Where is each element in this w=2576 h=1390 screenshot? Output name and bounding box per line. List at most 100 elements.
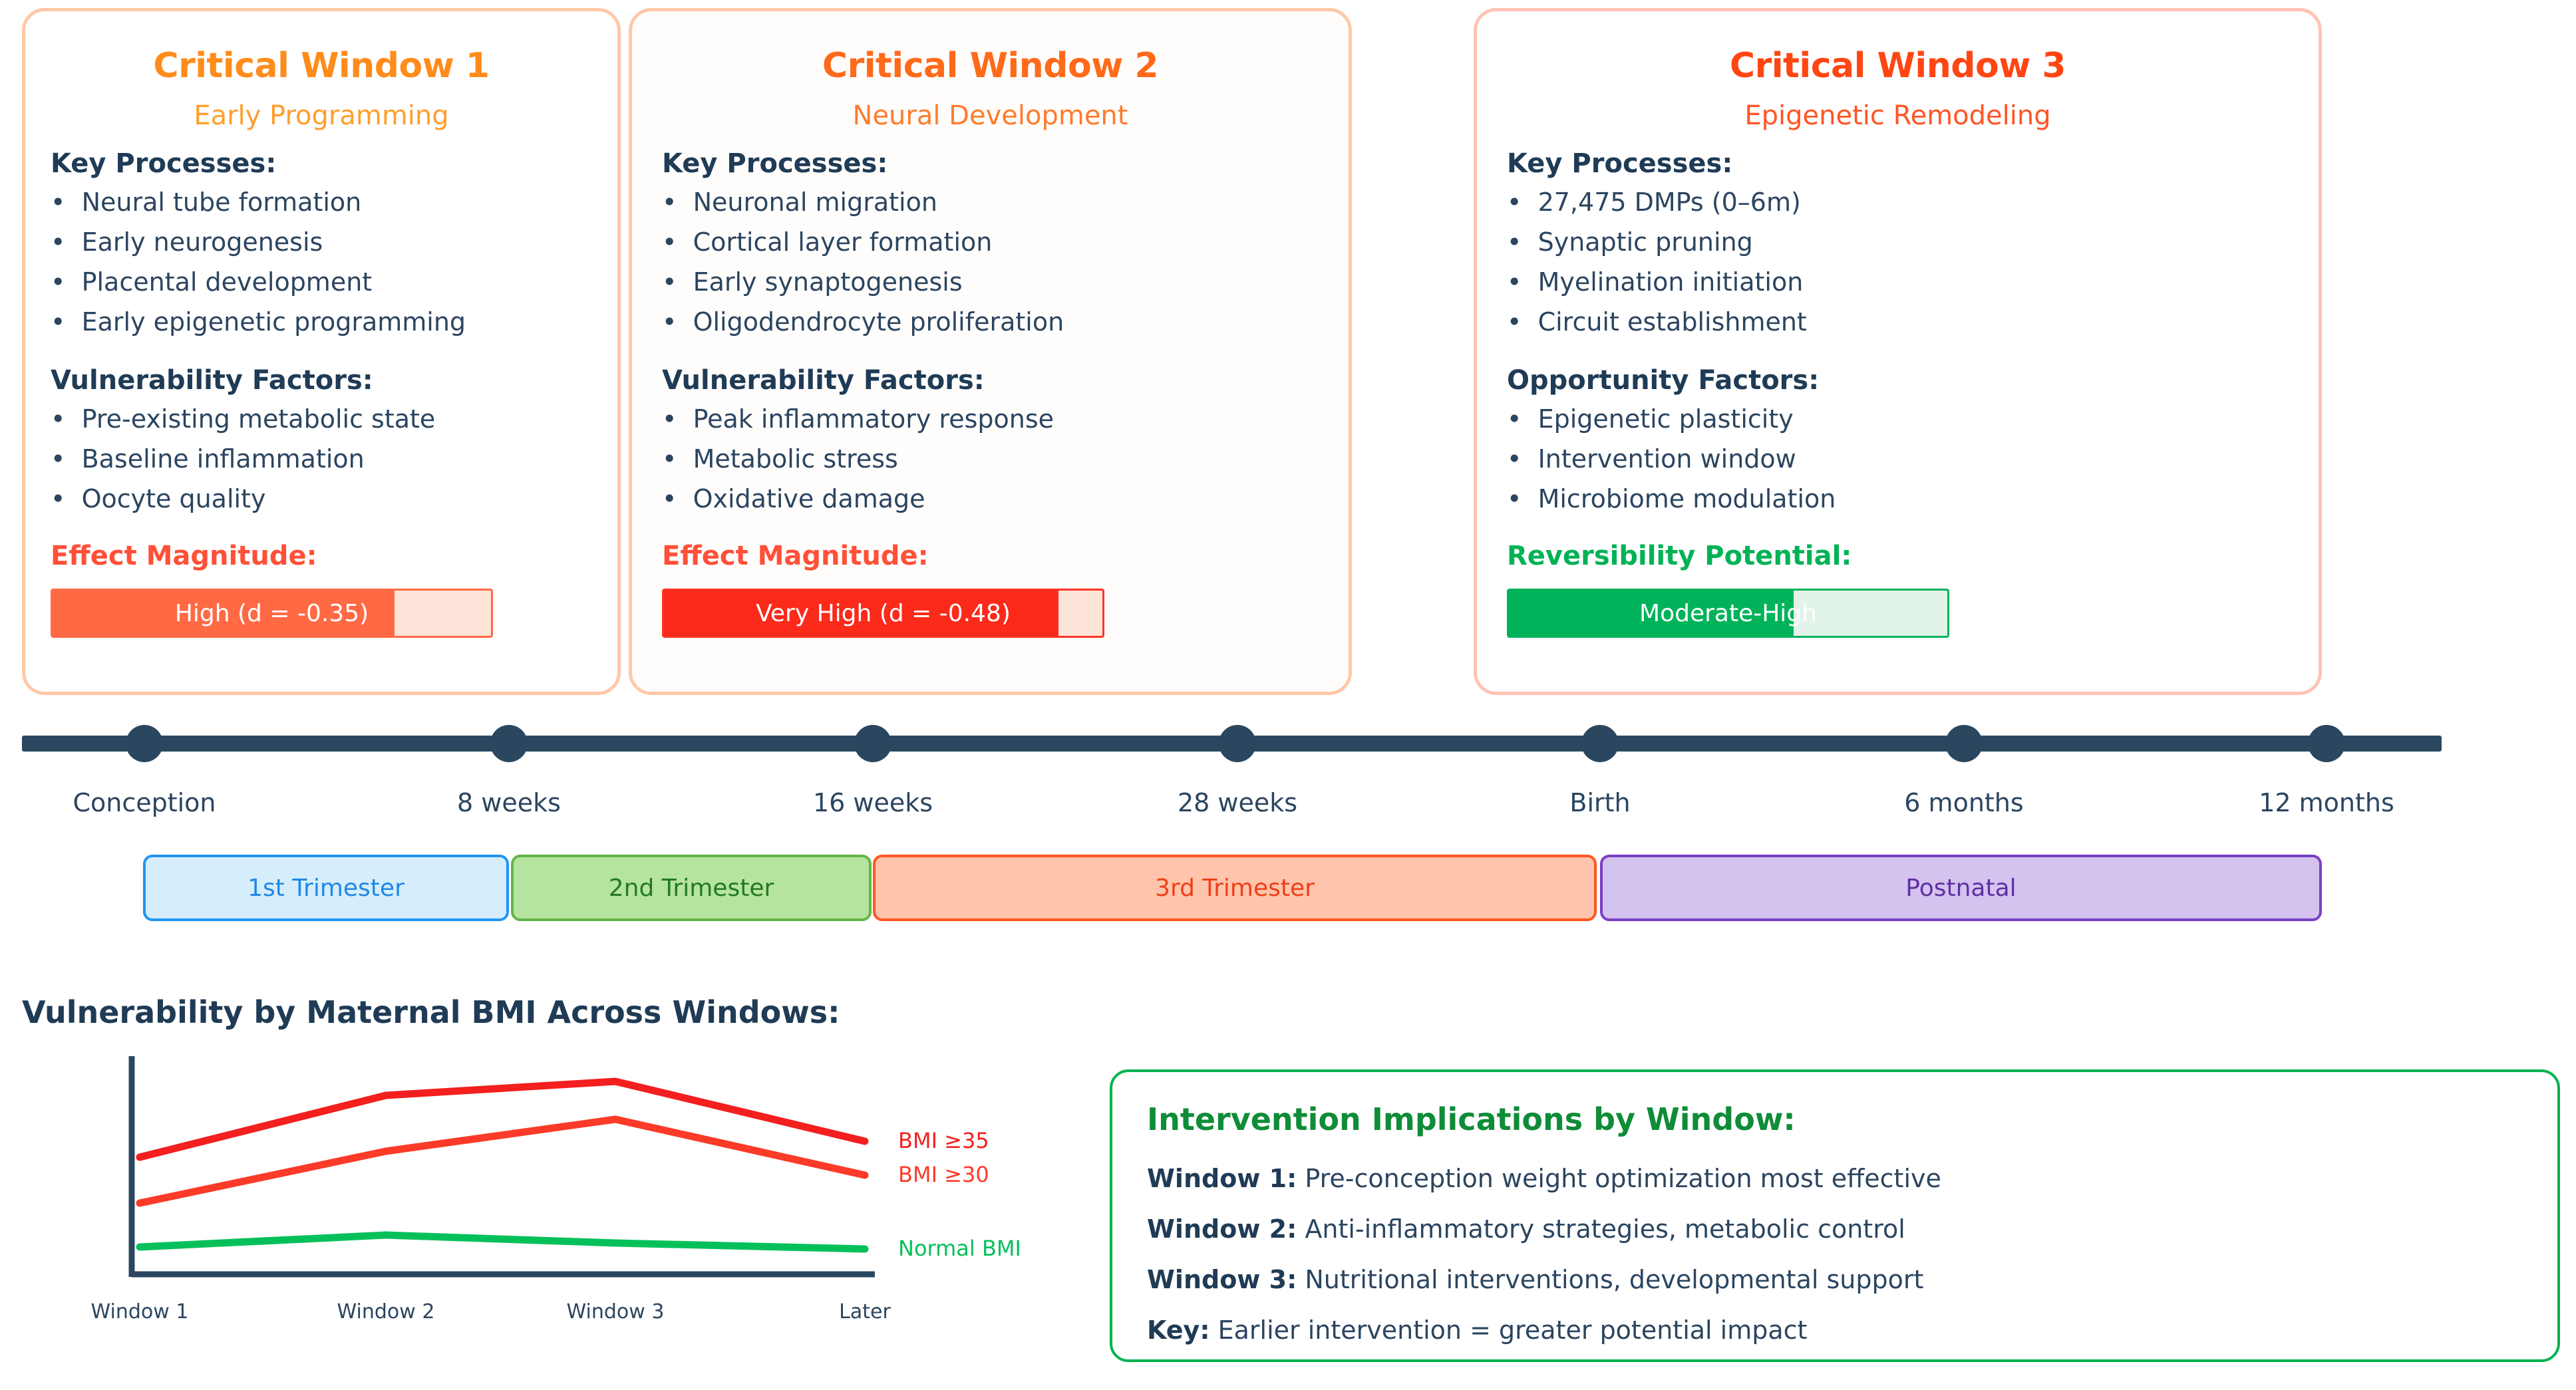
key-processes-list: Neuronal migration Cortical layer format…	[662, 190, 1323, 335]
chart-line-bmi-≥35	[136, 1077, 869, 1161]
list-item: Pre-existing metabolic state	[51, 406, 592, 432]
key-processes-heading: Key Processes:	[51, 148, 277, 179]
chart-x-tick: Window 3	[566, 1300, 665, 1323]
key-processes-list: Neural tube formation Early neurogenesis…	[51, 190, 592, 335]
intervention-row-text: Anti-inflammatory strategies, metabolic …	[1297, 1214, 1905, 1244]
effect-magnitude-bar: Very High (d = -0.48)	[662, 589, 1104, 638]
timeline-label: Birth	[1569, 788, 1631, 817]
chart-line-bmi-≥30	[136, 1115, 869, 1207]
intervention-implications-box: Intervention Implications by Window: Win…	[1110, 1069, 2560, 1362]
list-item: Peak inflammatory response	[662, 406, 1323, 432]
critical-window-1-card: Critical Window 1 Early Programming Key …	[22, 8, 621, 695]
list-item: Oxidative damage	[662, 486, 1323, 511]
chart-series-label: BMI ≥35	[898, 1128, 989, 1153]
intervention-row: Window 3: Nutritional interventions, dev…	[1147, 1265, 2523, 1294]
chart-series-label: BMI ≥30	[898, 1162, 989, 1187]
list-item: Myelination initiation	[1507, 269, 2293, 295]
timeline-dot	[1945, 725, 1983, 762]
list-item: 27,475 DMPs (0–6m)	[1507, 190, 2293, 215]
critical-window-3-card: Critical Window 3 Epigenetic Remodeling …	[1474, 8, 2322, 695]
timeline-label: Conception	[73, 788, 216, 817]
list-item: Placental development	[51, 269, 592, 295]
bmi-vulnerability-chart	[120, 1051, 1005, 1330]
timeline-dot	[854, 725, 891, 762]
card-title: Critical Window 1	[153, 46, 490, 86]
critical-window-2-card: Critical Window 2 Neural Development Key…	[629, 8, 1352, 695]
chart-series-label: Normal BMI	[898, 1236, 1021, 1261]
list-item: Oligodendrocyte proliferation	[662, 309, 1323, 335]
chart-svg	[128, 1056, 875, 1278]
list-item: Early synaptogenesis	[662, 269, 1323, 295]
list-item: Microbiome modulation	[1507, 486, 2293, 511]
bar-value-label: High (d = -0.35)	[174, 599, 369, 627]
list-item: Oocyte quality	[51, 486, 592, 511]
vulnerability-factors-list: Pre-existing metabolic state Baseline in…	[51, 406, 592, 511]
card-body: Key Processes: 27,475 DMPs (0–6m) Synapt…	[1477, 148, 2319, 638]
card-title: Critical Window 2	[822, 46, 1159, 86]
list-item: Epigenetic plasticity	[1507, 406, 2293, 432]
card-body: Key Processes: Neuronal migration Cortic…	[632, 148, 1349, 638]
phase-bar: Postnatal	[1600, 855, 2322, 921]
effect-magnitude-heading: Effect Magnitude:	[51, 541, 317, 571]
chart-series	[136, 1077, 869, 1253]
timeline-dot	[1219, 725, 1256, 762]
intervention-row-label: Key:	[1147, 1316, 1210, 1345]
bar-value-label: Moderate-High	[1639, 599, 1817, 627]
list-item: Intervention window	[1507, 446, 2293, 472]
opportunity-factors-heading: Opportunity Factors:	[1507, 365, 1820, 396]
phase-bar: 3rd Trimester	[873, 855, 1597, 921]
bar-fill	[1509, 591, 1794, 636]
effect-magnitude-heading: Effect Magnitude:	[662, 541, 929, 571]
list-item: Cortical layer formation	[662, 229, 1323, 255]
chart-line-normal-bmi	[136, 1231, 869, 1253]
opportunity-factors-list: Epigenetic plasticity Intervention windo…	[1507, 406, 2293, 511]
timeline-dot	[2308, 725, 2345, 762]
bar-fill	[664, 591, 1059, 636]
effect-magnitude-bar: High (d = -0.35)	[51, 589, 493, 638]
list-item: Circuit establishment	[1507, 309, 2293, 335]
key-processes-list: 27,475 DMPs (0–6m) Synaptic pruning Myel…	[1507, 190, 2293, 335]
card-subtitle: Neural Development	[852, 100, 1128, 131]
bar-value-label: Very High (d = -0.48)	[756, 599, 1011, 627]
timeline-dot	[490, 725, 528, 762]
list-item: Neuronal migration	[662, 190, 1323, 215]
timeline-label: 16 weeks	[812, 788, 933, 817]
chart-title: Vulnerability by Maternal BMI Across Win…	[22, 994, 840, 1030]
intervention-row: Window 1: Pre-conception weight optimiza…	[1147, 1164, 2523, 1193]
timeline-label: 8 weeks	[457, 788, 561, 817]
intervention-row-text: Earlier intervention = greater potential…	[1209, 1316, 1808, 1345]
key-processes-heading: Key Processes:	[662, 148, 888, 179]
chart-axes	[128, 1056, 875, 1278]
intervention-row-label: Window 1:	[1147, 1164, 1297, 1193]
intervention-row-text: Nutritional interventions, developmental…	[1297, 1265, 1924, 1294]
chart-x-tick: Later	[839, 1300, 891, 1323]
intervention-title: Intervention Implications by Window:	[1147, 1101, 1796, 1137]
timeline-dot	[1581, 725, 1619, 762]
vulnerability-factors-heading: Vulnerability Factors:	[51, 365, 373, 396]
list-item: Early neurogenesis	[51, 229, 592, 255]
bar-fill	[53, 591, 395, 636]
chart-x-tick: Window 2	[337, 1300, 435, 1323]
key-processes-heading: Key Processes:	[1507, 148, 1733, 179]
vulnerability-factors-heading: Vulnerability Factors:	[662, 365, 985, 396]
intervention-row-text: Pre-conception weight optimization most …	[1297, 1164, 1941, 1193]
intervention-row-label: Window 3:	[1147, 1265, 1297, 1294]
chart-x-tick: Window 1	[90, 1300, 189, 1323]
vulnerability-factors-list: Peak inflammatory response Metabolic str…	[662, 406, 1323, 511]
timeline-label: 12 months	[2259, 788, 2394, 817]
card-subtitle: Early Programming	[194, 100, 449, 131]
list-item: Synaptic pruning	[1507, 229, 2293, 255]
intervention-row: Window 2: Anti-inflammatory strategies, …	[1147, 1214, 2523, 1244]
list-item: Neural tube formation	[51, 190, 592, 215]
card-title: Critical Window 3	[1729, 46, 2066, 86]
timeline-label: 6 months	[1904, 788, 2024, 817]
phase-bar: 2nd Trimester	[511, 855, 872, 921]
list-item: Baseline inflammation	[51, 446, 592, 472]
list-item: Metabolic stress	[662, 446, 1323, 472]
reversibility-potential-heading: Reversibility Potential:	[1507, 541, 1852, 571]
timeline-label: 28 weeks	[1177, 788, 1298, 817]
card-body: Key Processes: Neural tube formation Ear…	[25, 148, 617, 638]
intervention-row-label: Window 2:	[1147, 1214, 1297, 1244]
intervention-rows: Window 1: Pre-conception weight optimiza…	[1147, 1164, 2523, 1345]
